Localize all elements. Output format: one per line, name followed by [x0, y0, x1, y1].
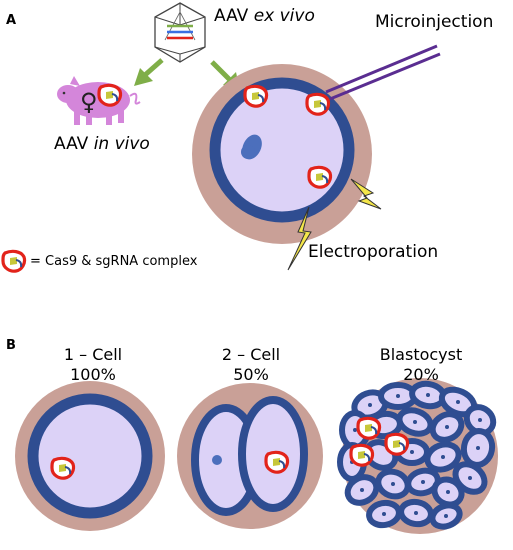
- zygote-a: [192, 64, 372, 244]
- stage-percent-3: 20%: [403, 365, 439, 384]
- rnp-blastocyst-3: [349, 443, 375, 467]
- aav-in-vivo-label: AAV in vivo: [54, 134, 150, 154]
- rnp-one-cell: [50, 456, 76, 480]
- rnp-complex-3: [307, 165, 333, 189]
- legend-rnp-icon: [1, 249, 27, 273]
- microinjection-label: Microinjection: [375, 12, 494, 32]
- stage-name-3: Blastocyst: [379, 345, 463, 364]
- stage-percent-2: 50%: [233, 365, 269, 384]
- panel-b-label: B: [6, 338, 16, 353]
- rnp-blastocyst-1: [356, 416, 382, 440]
- rnp-two-cell: [264, 450, 290, 474]
- rnp-blastocyst-2: [384, 432, 410, 456]
- arrow-to-pig: [134, 58, 164, 86]
- rnp-complex-pig: [97, 83, 123, 107]
- electroporation-label: Electroporation: [308, 242, 439, 262]
- blastocyst-embryo: [337, 378, 498, 534]
- female-symbol-icon: ♀: [80, 88, 98, 116]
- two-cell-embryo: [177, 383, 323, 529]
- rnp-complex-1: [243, 84, 269, 108]
- stage-name-1: 1 – Cell: [63, 345, 123, 364]
- stage-percent-1: 100%: [70, 365, 116, 384]
- pig-icon: [57, 76, 141, 125]
- panel-a-label: A: [6, 13, 17, 28]
- microinjection-needle: [325, 44, 441, 101]
- lightning-bolt-icon-2: [287, 206, 312, 271]
- one-cell-embryo: [15, 381, 165, 531]
- rnp-complex-2: [305, 92, 331, 116]
- aav-ex-vivo-label: AAV ex vivo: [214, 6, 315, 26]
- aav-capsid-icon: [154, 2, 206, 63]
- stage-name-2: 2 – Cell: [221, 345, 281, 364]
- legend-text: = Cas9 & sgRNA complex: [30, 254, 198, 269]
